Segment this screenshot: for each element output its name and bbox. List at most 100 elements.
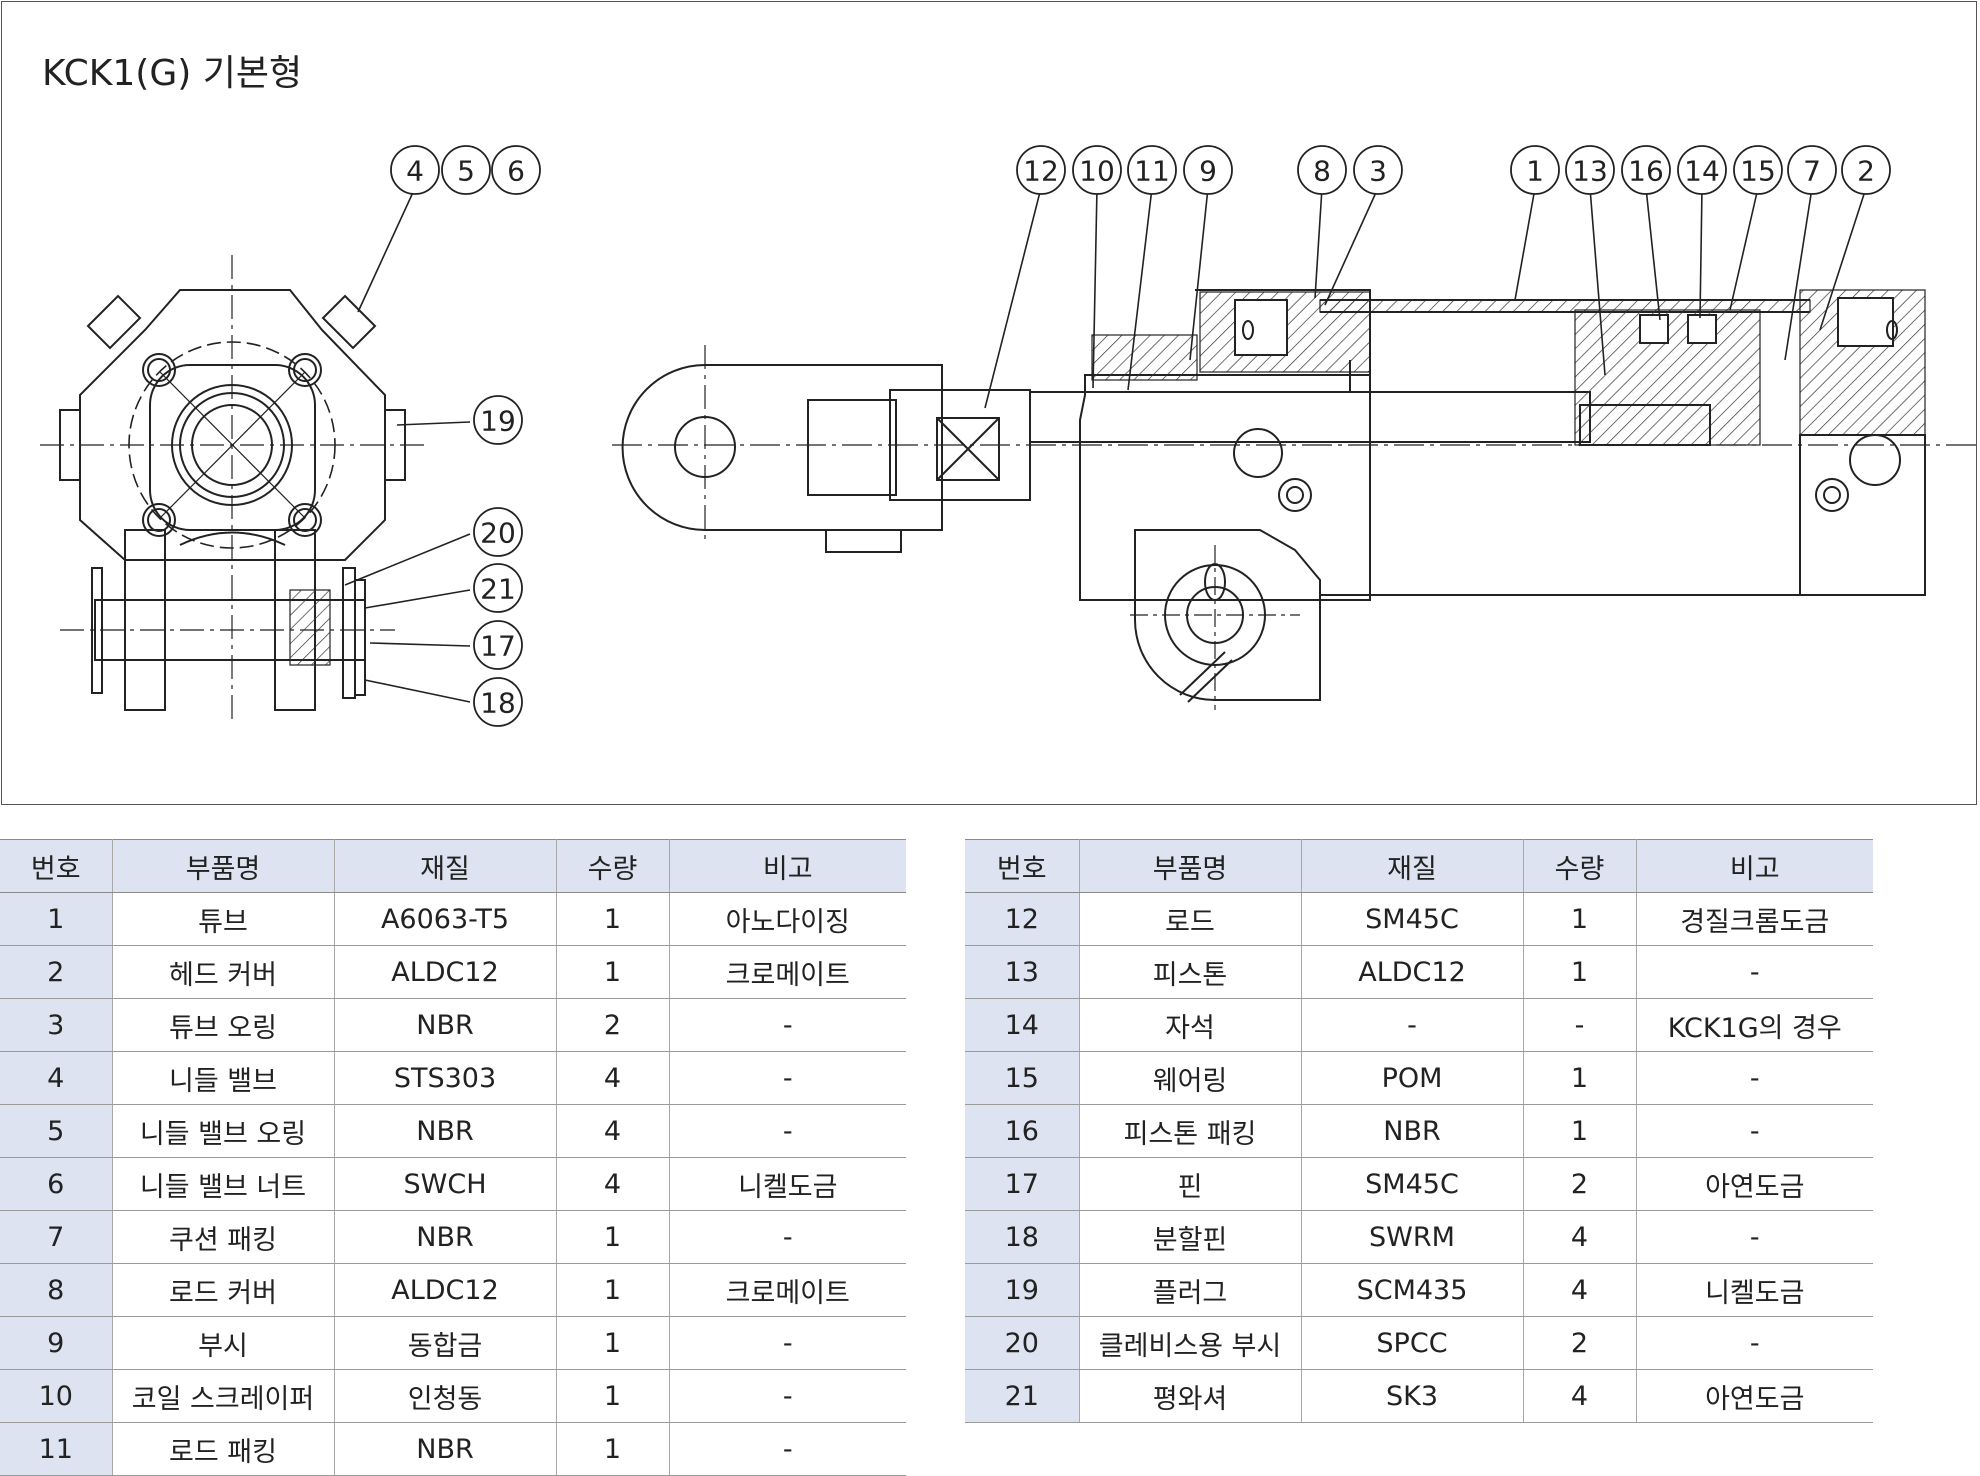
cell-quantity: 2 — [1523, 1316, 1637, 1370]
callout-bubbles — [390, 145, 1891, 727]
header-quantity: 수량 — [1523, 839, 1637, 893]
cell-no: 15 — [965, 1051, 1080, 1105]
header-part-name: 부품명 — [1079, 839, 1302, 893]
cell-quantity: 1 — [1523, 1104, 1637, 1158]
cell-no: 4 — [0, 1051, 113, 1105]
callout-label: 16 — [1628, 155, 1664, 188]
cell-part-name: 코일 스크레이퍼 — [112, 1369, 335, 1423]
header-no: 번호 — [965, 839, 1080, 893]
cell-no: 12 — [965, 892, 1080, 946]
header-material: 재질 — [334, 839, 557, 893]
cell-no: 8 — [0, 1263, 113, 1317]
cell-quantity: 4 — [1523, 1210, 1637, 1264]
header-part-name: 부품명 — [112, 839, 335, 893]
cell-part-name: 피스톤 패킹 — [1079, 1104, 1302, 1158]
cell-quantity: 1 — [556, 1369, 670, 1423]
callout-label: 13 — [1572, 155, 1608, 188]
cell-quantity: 1 — [1523, 1051, 1637, 1105]
header-remark: 비고 — [1636, 839, 1873, 893]
cell-remark: 니켈도금 — [669, 1157, 906, 1211]
cell-remark: 경질크롬도금 — [1636, 892, 1873, 946]
cell-remark: - — [669, 1369, 906, 1423]
cell-remark: - — [669, 1104, 906, 1158]
cell-no: 20 — [965, 1316, 1080, 1370]
cell-quantity: 1 — [1523, 945, 1637, 999]
header-quantity: 수량 — [556, 839, 670, 893]
cell-part-name: 자석 — [1079, 998, 1302, 1052]
callout-label: 9 — [1199, 155, 1217, 188]
cell-material: ALDC12 — [334, 1263, 557, 1317]
callout-label: 21 — [480, 573, 516, 606]
callout-7 — [1787, 145, 1837, 195]
table-header-row: 번호 부품명 재질 수량 비고 — [0, 839, 906, 893]
callout-14 — [1677, 145, 1727, 195]
callout-11 — [1127, 145, 1177, 195]
cell-material: A6063-T5 — [334, 892, 557, 946]
cell-part-name: 쿠션 패킹 — [112, 1210, 335, 1264]
cell-material: 인청동 — [334, 1369, 557, 1423]
callout-label: 2 — [1857, 155, 1875, 188]
cell-material: 동합금 — [334, 1316, 557, 1370]
cell-remark: - — [1636, 1210, 1873, 1264]
cell-material: SPCC — [1301, 1316, 1524, 1370]
header-no: 번호 — [0, 839, 113, 893]
cell-material: SM45C — [1301, 892, 1524, 946]
callout-labels: 4 5 6 19 20 21 17 18 12 10 11 9 8 3 1 13… — [406, 155, 1875, 720]
cell-no: 13 — [965, 945, 1080, 999]
cell-remark: - — [669, 1422, 906, 1476]
cell-quantity: 4 — [1523, 1263, 1637, 1317]
callout-label: 19 — [480, 405, 516, 438]
table-header-row: 번호 부품명 재질 수량 비고 — [965, 839, 1873, 893]
cell-material: SM45C — [1301, 1157, 1524, 1211]
cell-remark: - — [1636, 945, 1873, 999]
cell-no: 3 — [0, 998, 113, 1052]
cell-no: 11 — [0, 1422, 113, 1476]
cell-material: NBR — [334, 998, 557, 1052]
callout-19 — [473, 395, 523, 445]
cell-quantity: 4 — [556, 1051, 670, 1105]
cell-quantity: 1 — [556, 1210, 670, 1264]
cell-part-name: 헤드 커버 — [112, 945, 335, 999]
cell-quantity: 1 — [556, 945, 670, 999]
callout-label: 1 — [1526, 155, 1544, 188]
callout-label: 7 — [1803, 155, 1821, 188]
cell-part-name: 분할핀 — [1079, 1210, 1302, 1264]
cell-quantity: 1 — [1523, 892, 1637, 946]
callout-12 — [1016, 145, 1066, 195]
cell-part-name: 웨어링 — [1079, 1051, 1302, 1105]
callout-label: 14 — [1684, 155, 1720, 188]
cell-quantity: 2 — [556, 998, 670, 1052]
callout-8 — [1297, 145, 1347, 195]
cell-material: NBR — [1301, 1104, 1524, 1158]
cell-material: SK3 — [1301, 1369, 1524, 1423]
cell-part-name: 평와셔 — [1079, 1369, 1302, 1423]
cell-material: ALDC12 — [334, 945, 557, 999]
cell-material: ALDC12 — [1301, 945, 1524, 999]
cell-remark: - — [669, 1316, 906, 1370]
callout-13 — [1565, 145, 1615, 195]
callout-label: 8 — [1313, 155, 1331, 188]
cell-remark: - — [1636, 1316, 1873, 1370]
cell-part-name: 튜브 — [112, 892, 335, 946]
header-material: 재질 — [1301, 839, 1524, 893]
callout-15 — [1733, 145, 1783, 195]
header-remark: 비고 — [669, 839, 906, 893]
cell-remark: 아연도금 — [1636, 1369, 1873, 1423]
callout-label: 15 — [1740, 155, 1776, 188]
callout-label: 5 — [457, 155, 475, 188]
